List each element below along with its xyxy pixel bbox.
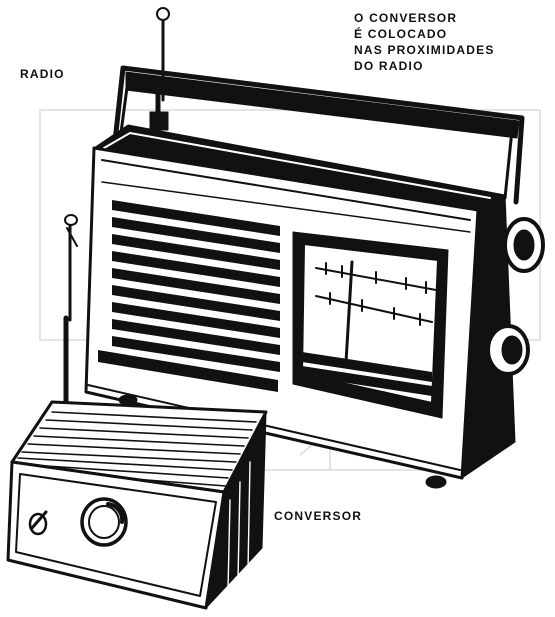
radio-label: RADIO (20, 67, 65, 81)
converter-knob (80, 497, 128, 547)
speaker-grille (98, 200, 280, 392)
converter-illustration (6, 214, 268, 610)
note-line-4: DO RADIO (354, 59, 424, 73)
dial-pointer (344, 260, 354, 364)
wood-grain-top (13, 411, 257, 487)
note-line-2: É COLOCADO (354, 26, 447, 41)
radio-illustration (84, 7, 545, 489)
tuning-knob (486, 324, 530, 376)
volume-knob (498, 217, 545, 273)
radio-foot (118, 394, 138, 406)
note-line-3: NAS PROXIMIDADES (354, 43, 495, 57)
toggle-switch (28, 510, 48, 536)
radio-foot (425, 475, 447, 489)
radio-handle (110, 65, 525, 205)
converter-label: CONVERSOR (274, 509, 362, 523)
radio-antenna (149, 7, 170, 131)
tuning-dial (292, 231, 449, 419)
note-line-1: O CONVERSOR (354, 11, 457, 25)
